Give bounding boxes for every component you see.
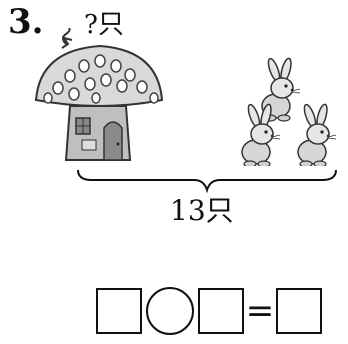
question-label: ?只 bbox=[84, 10, 124, 40]
total-brace bbox=[77, 169, 337, 194]
equation-row: = bbox=[96, 285, 322, 337]
answer-box-result[interactable] bbox=[276, 288, 322, 334]
equals-sign: = bbox=[245, 291, 275, 331]
operator-circle[interactable] bbox=[146, 287, 194, 335]
rabbit-icon bbox=[241, 56, 337, 166]
total-label: 13只 bbox=[170, 194, 234, 227]
mushroom-house-icon bbox=[34, 28, 164, 161]
answer-box-2[interactable] bbox=[198, 288, 244, 334]
answer-box-1[interactable] bbox=[96, 288, 142, 334]
problem-number: 3. bbox=[8, 2, 44, 42]
